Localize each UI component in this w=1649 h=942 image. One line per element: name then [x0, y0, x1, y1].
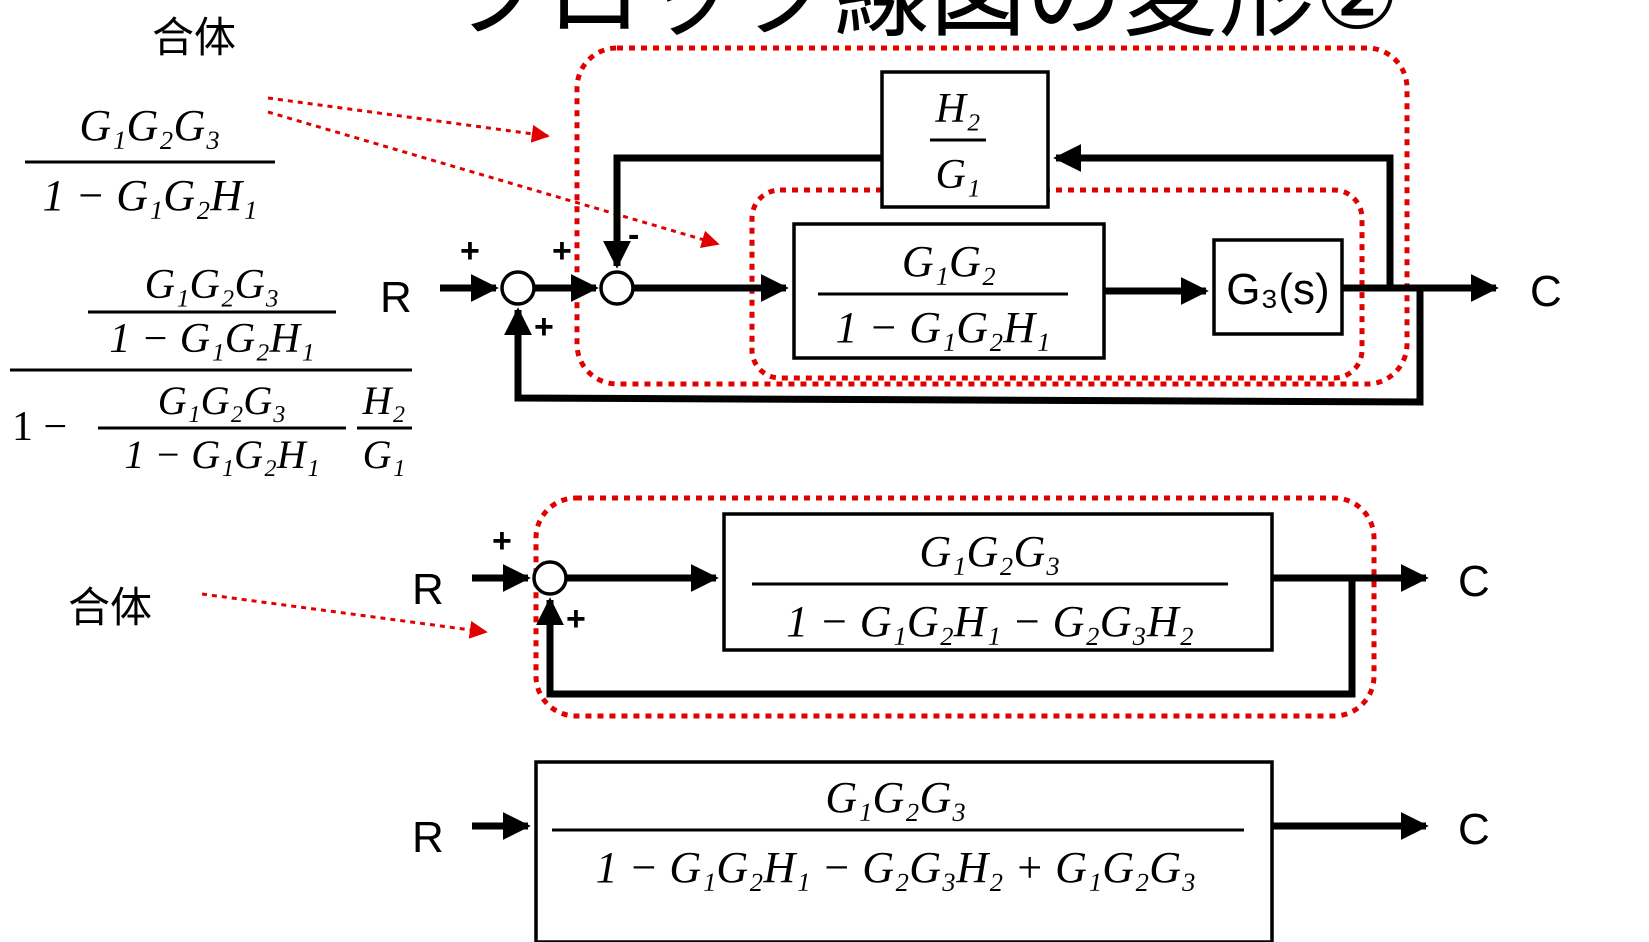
formula-feedback-reduction: G₁G₂G₃ 1 − G₁G₂H₁ 1 − G₁G₂G₃ 1 − G₁G₂H₁ …: [10, 262, 412, 477]
formula1-denominator: 1 − G₁G₂H₁: [43, 171, 258, 220]
diagram3-output-label: C: [1458, 805, 1490, 854]
diagram2-sign-feedback: +: [566, 600, 586, 638]
diagram2-block-numerator: G₁G₂G₃: [919, 527, 1060, 576]
diagram3-input-label: R: [412, 813, 444, 862]
diagram2-block-denominator: 1 − G₁G₂H₁ − G₂G₃H₂: [786, 597, 1194, 646]
diagram1-sign-outer-feedback: +: [534, 308, 554, 346]
formula2-inner-numerator: G₁G₂G₃: [145, 262, 280, 308]
diagram1-inner-numerator: G₁G₂: [902, 237, 996, 286]
diagram-3: R G₁G₂G₃ 1 − G₁G₂H₁ − G₂G₃H₂ + G₁G₂G₃ C: [412, 760, 1490, 942]
diagram1-feedback-wire-to-block: [1053, 144, 1394, 288]
diagram-1: R + + + - G₁G₂ 1 − G₁G₂H₁ G₃(s) C H₂ G₁: [380, 45, 1562, 406]
formula2-h-numerator: H₂: [362, 378, 406, 423]
diagram1-sign-outer-input: +: [460, 232, 480, 270]
diagram1-inner-block: [792, 222, 1106, 360]
diagram1-summing-point-inner: [599, 270, 635, 306]
diagram1-feedback-numerator: H₂: [935, 86, 981, 132]
diagram2-output-label: C: [1458, 557, 1490, 606]
diagram1-feedback-denominator: G₁: [936, 152, 981, 198]
highlight-outer-loop: [574, 45, 1410, 387]
formula2-den-fraction-numerator: G₁G₂G₃: [158, 378, 286, 423]
diagram1-feedback-wire-to-inner-sum: [603, 154, 882, 269]
formula1-numerator: G₁G₂G₃: [79, 101, 220, 150]
diagram2-sign-input: +: [492, 522, 512, 560]
diagram2-feedback-wire: [536, 578, 1356, 698]
formula-combined-gain: G₁G₂G₃ 1 − G₁G₂H₁: [25, 101, 275, 220]
merge-note-middle: 合体: [68, 583, 152, 632]
annotation-arrow-inner: [267, 110, 720, 249]
diagram-2: R + + G₁G₂G₃ 1 − G₁G₂H₁ − G₂G₃H₂ C: [412, 495, 1490, 719]
diagram3-block-numerator: G₁G₂G₃: [825, 773, 966, 822]
diagram1-inner-denominator: 1 − G₁G₂H₁: [836, 303, 1051, 352]
diagram2-summing-point: [532, 560, 568, 596]
diagram1-g3-label: G₃(s): [1226, 265, 1329, 314]
diagram1-output-label: C: [1530, 267, 1562, 316]
diagram3-block-denominator: 1 − G₁G₂H₁ − G₂G₃H₂ + G₁G₂G₃: [596, 843, 1197, 892]
formula2-den-fraction-denominator: 1 − G₁G₂H₁: [124, 432, 319, 477]
formula2-denominator-lead: 1 −: [12, 404, 67, 450]
diagram1-sign-inner-feedback: -: [628, 216, 639, 254]
diagram3-block: [534, 760, 1274, 942]
diagram1-summing-point-outer: [500, 270, 536, 306]
diagram1-unity-feedback-wire: [504, 288, 1424, 406]
diagram2-input-label: R: [412, 565, 444, 614]
formula2-h-denominator: G₁: [363, 432, 406, 477]
slide-title: ブロック線図の変形②: [450, 0, 1400, 51]
annotation-arrow-outer: [267, 96, 550, 143]
formula2-inner-denominator: 1 − G₁G₂H₁: [109, 316, 314, 362]
diagram1-sign-inner-input: +: [552, 232, 572, 270]
annotation-arrow-middle: [201, 592, 488, 639]
merge-note-top: 合体: [152, 13, 236, 62]
diagram1-input-label: R: [380, 273, 412, 322]
diagram1-g3-block: [1212, 238, 1344, 336]
highlight-inner-block: [749, 187, 1365, 381]
diagram2-block: [722, 512, 1274, 652]
